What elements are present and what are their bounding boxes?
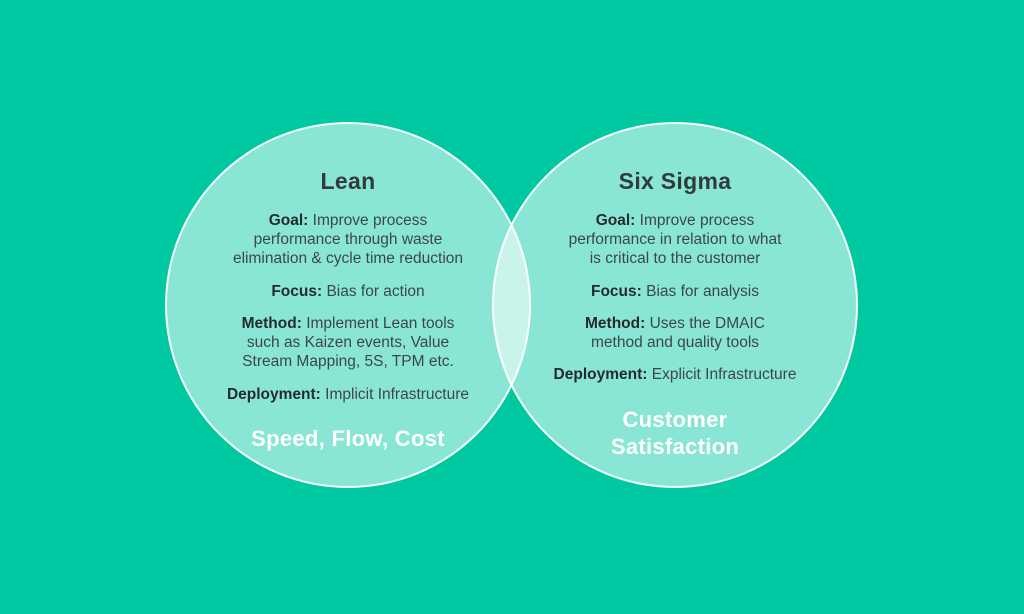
goal-label: Goal: xyxy=(595,212,636,229)
lean-goal-item: Goal: Improve process performance throug… xyxy=(233,211,463,269)
focus-label: Focus: xyxy=(591,282,642,300)
six-sigma-title: Six Sigma xyxy=(618,168,732,194)
method-label: Method: xyxy=(585,314,646,332)
six-sigma-goal-item: Goal: Improve process performance in rel… xyxy=(569,211,782,269)
six-sigma-focus-item: Focus: Bias for analysis xyxy=(591,282,759,301)
six-sigma-content: Six Sigma Goal: Improve process performa… xyxy=(492,122,858,488)
deployment-text: Implicit Infrastructure xyxy=(325,385,470,403)
focus-text: Bias for action xyxy=(326,282,425,300)
lean-circle xyxy=(165,122,531,488)
goal-label: Goal: xyxy=(268,212,309,229)
deployment-label: Deployment: xyxy=(553,366,648,384)
method-text: Uses the DMAIC method and quality tools xyxy=(590,314,765,352)
lean-deployment-item: Deployment: Implicit Infrastructure xyxy=(227,385,469,404)
six-sigma-method-item: Method: Uses the DMAIC method and qualit… xyxy=(585,314,765,352)
deployment-label: Deployment: xyxy=(226,385,321,403)
focus-label: Focus: xyxy=(271,282,323,300)
six-sigma-highlight: Customer Satisfaction xyxy=(610,406,740,460)
method-label: Method: xyxy=(241,314,302,332)
six-sigma-circle xyxy=(492,122,858,488)
lean-focus-item: Focus: Bias for action xyxy=(271,282,424,301)
lean-title: Lean xyxy=(320,168,376,194)
deployment-text: Explicit Infrastructure xyxy=(651,366,797,384)
six-sigma-deployment-item: Deployment: Explicit Infrastructure xyxy=(554,365,797,384)
lean-method-item: Method: Implement Lean tools such as Kai… xyxy=(242,314,455,372)
focus-text: Bias for analysis xyxy=(646,282,759,300)
goal-text: Improve process performance in relation … xyxy=(568,212,782,268)
lean-content: Lean Goal: Improve process performance t… xyxy=(165,122,531,488)
goal-text: Improve process performance through wast… xyxy=(232,212,464,268)
method-text: Implement Lean tools such as Kaizen even… xyxy=(242,314,455,371)
lean-highlight: Speed, Flow, Cost xyxy=(251,425,445,451)
